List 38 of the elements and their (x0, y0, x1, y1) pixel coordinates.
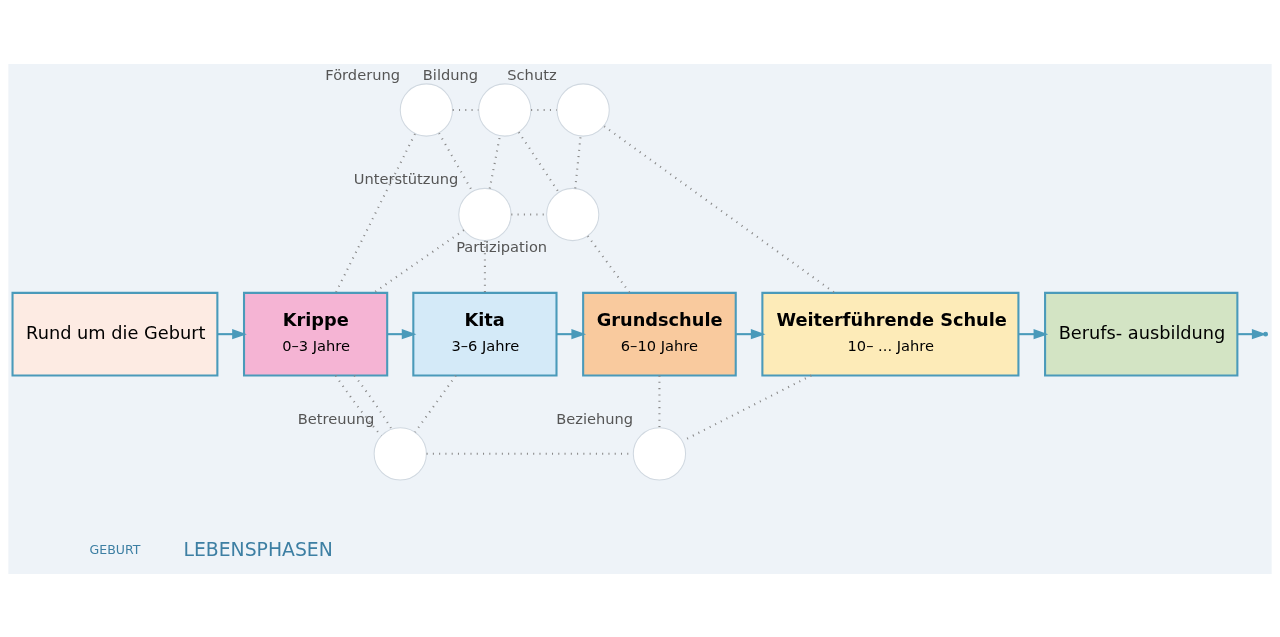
arrow (1237, 328, 1267, 339)
node-box: Weiterführende Schule 10– ... Jahre (761, 291, 1020, 376)
node-label: Beziehung (556, 409, 634, 427)
connector (414, 374, 457, 433)
node-label: Betreuung (297, 409, 375, 427)
arrow (387, 328, 417, 339)
connector (603, 124, 836, 293)
node-label: Bildung (422, 65, 479, 83)
node-label: Förderung (325, 65, 400, 83)
label: LEBENSPHASEN (183, 538, 333, 560)
arrow (1018, 328, 1049, 339)
node-circle (373, 426, 427, 480)
connector (511, 212, 547, 216)
connector (353, 374, 393, 430)
label: GEBURT (89, 541, 141, 557)
node-label: Partizipation (456, 237, 548, 255)
connector (517, 131, 560, 193)
node-box: Grundschule 6–10 Jahre (582, 291, 737, 376)
connector (334, 133, 416, 293)
node-box: Krippe 0–3 Jahre (242, 291, 389, 376)
node-circle (399, 82, 454, 137)
connector (373, 228, 465, 294)
node-box: Kita 3–6 Jahre (412, 291, 558, 376)
node-circle (478, 82, 532, 137)
connector (586, 234, 631, 293)
connector (438, 132, 474, 192)
node-box: Rund um die Geburt (11, 291, 219, 376)
connector (574, 135, 582, 188)
node-label: Unterstützung (353, 169, 459, 187)
connector (488, 135, 501, 189)
node-circle (632, 426, 687, 480)
connector (334, 374, 383, 437)
node-box: Berufs- ausbildung (1044, 291, 1239, 376)
node-circle (556, 82, 610, 137)
node-circle (546, 187, 600, 241)
arrow (736, 328, 766, 339)
node-circle (458, 187, 512, 241)
node-label: Schutz (507, 65, 557, 83)
